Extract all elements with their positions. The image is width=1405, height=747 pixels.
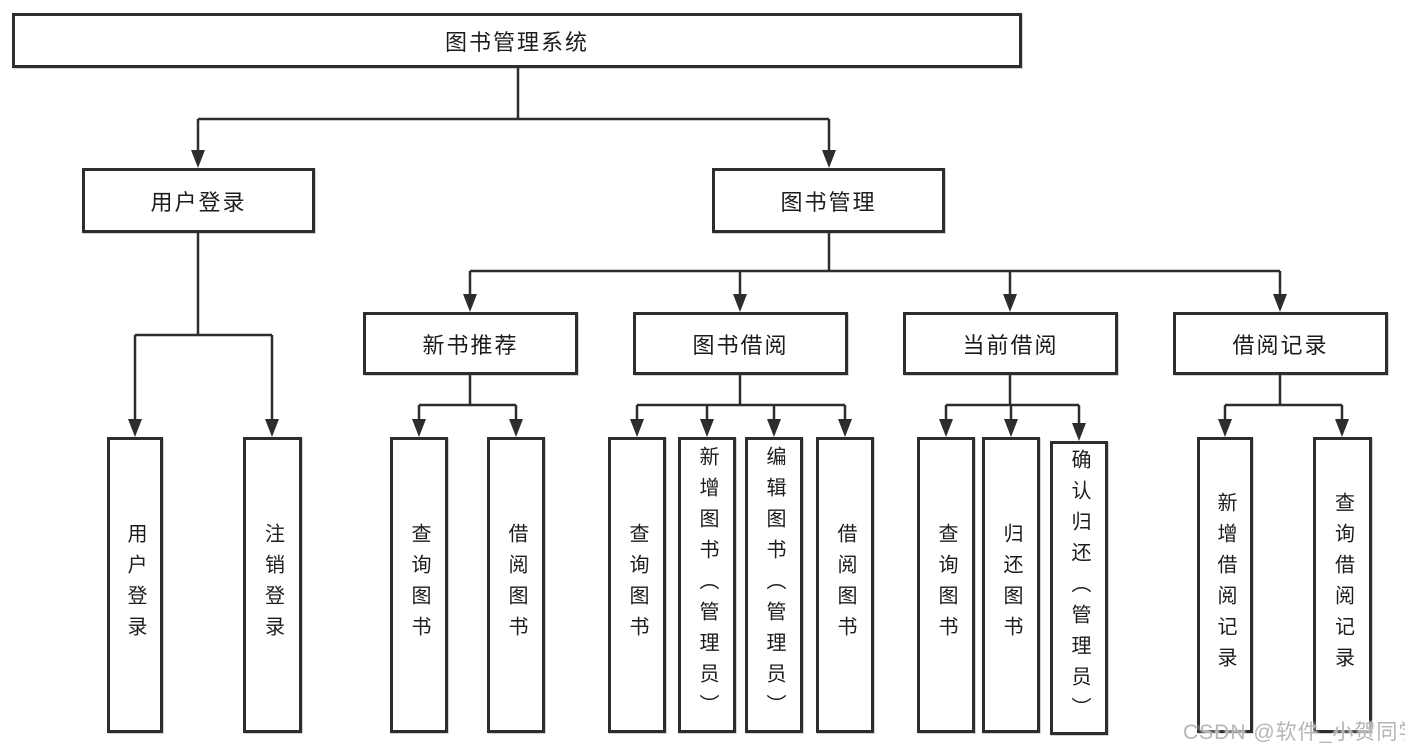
node-label: 借阅记录 xyxy=(1232,332,1329,358)
arrowheads xyxy=(128,150,1349,441)
leaf-borrow-books-recommend: 借阅图书 xyxy=(487,437,545,733)
leaf-query-books-current: 查询图书 xyxy=(917,437,975,733)
leaf-borrow-books: 借阅图书 xyxy=(816,437,874,733)
node-label: 归还图书 xyxy=(1000,523,1022,647)
node-label: 查询图书 xyxy=(408,523,430,647)
node-borrowing-records: 借阅记录 xyxy=(1173,312,1388,375)
node-user-login: 用户登录 xyxy=(82,168,315,233)
leaf-user-login: 用户登录 xyxy=(107,437,163,733)
node-label: 查询图书 xyxy=(626,523,648,647)
leaf-query-borrow-record: 查询借阅记录 xyxy=(1313,437,1372,733)
node-label: 当前借阅 xyxy=(962,332,1059,358)
node-label: 图书借阅 xyxy=(692,332,789,358)
leaf-logout: 注销登录 xyxy=(243,437,302,733)
connector-edges xyxy=(133,68,1344,426)
node-current-borrowing: 当前借阅 xyxy=(903,312,1118,375)
leaf-confirm-return-admin: 确认归还（管理员） xyxy=(1050,441,1108,735)
node-label: 新书推荐 xyxy=(422,332,519,358)
leaf-query-books-borrowing: 查询图书 xyxy=(608,437,666,733)
node-label: 图书管理系统 xyxy=(444,29,589,55)
node-label: 新增图书（管理员） xyxy=(696,445,718,725)
node-label: 图书管理 xyxy=(780,189,877,215)
node-label: 新增借阅记录 xyxy=(1214,492,1236,678)
node-label: 查询借阅记录 xyxy=(1331,492,1354,678)
node-book-borrowing: 图书借阅 xyxy=(633,312,848,375)
node-label: 查询图书 xyxy=(935,523,957,647)
node-label: 注销登录 xyxy=(261,523,284,647)
node-new-book-recommendation: 新书推荐 xyxy=(363,312,578,375)
leaf-return-books: 归还图书 xyxy=(982,437,1040,733)
leaf-add-borrow-record: 新增借阅记录 xyxy=(1197,437,1253,733)
leaf-query-books-recommend: 查询图书 xyxy=(390,437,448,733)
node-label: 编辑图书（管理员） xyxy=(763,445,785,725)
node-label: 借阅图书 xyxy=(505,523,527,647)
node-library-management-system: 图书管理系统 xyxy=(12,13,1022,68)
node-book-management: 图书管理 xyxy=(712,168,945,233)
node-label: 确认归还（管理员） xyxy=(1068,448,1090,728)
node-label: 用户登录 xyxy=(150,189,247,215)
node-label: 用户登录 xyxy=(124,523,146,647)
node-label: 借阅图书 xyxy=(834,523,856,647)
leaf-add-books-admin: 新增图书（管理员） xyxy=(678,437,736,733)
csdn-watermark: CSDN @软件_小贺同学 xyxy=(1183,721,1405,744)
leaf-edit-books-admin: 编辑图书（管理员） xyxy=(745,437,803,733)
